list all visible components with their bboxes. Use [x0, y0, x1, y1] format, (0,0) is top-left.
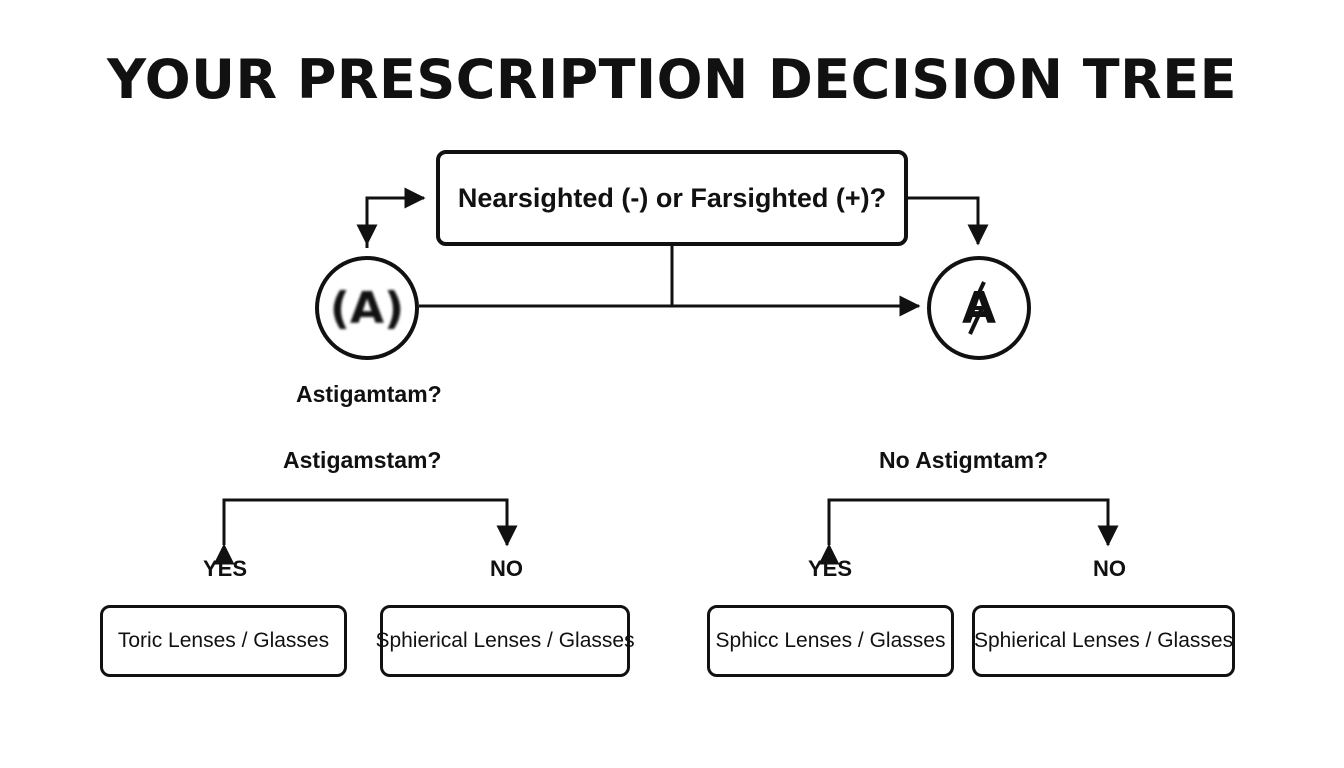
arrow-left-loop	[365, 187, 426, 248]
right-no-label: NO	[1093, 556, 1126, 581]
result-toric-box: Toric Lenses / Glasses	[100, 605, 347, 677]
page-title: YOUR PRESCRIPTION DECISION TREE	[107, 48, 1237, 111]
right-branch-label: No Astigmtam?	[879, 447, 1049, 473]
left-branch-label: Astigamstam?	[283, 447, 442, 473]
blurred-letter-a-icon: (A)	[315, 256, 419, 360]
slash-mark	[968, 281, 986, 335]
right-branch-bracket	[818, 498, 1119, 565]
question-box: Nearsighted (-) or Farsighted (+)?	[436, 150, 908, 246]
left-branch-bracket	[213, 498, 518, 565]
arrow-right-down	[908, 196, 989, 246]
result-spherical-left-box: Sphierical Lenses / Glasses	[375, 605, 635, 677]
left-circle-caption: Astigamtam?	[296, 381, 442, 407]
left-no-label: NO	[490, 556, 523, 581]
left-yes-label: YES	[203, 556, 248, 581]
right-yes-label: YES	[808, 556, 853, 581]
left-circle-symbol: (A)	[329, 282, 405, 334]
letter-a-slash-icon: A	[927, 256, 1031, 360]
result-spherical-right-box: Sphierical Lenses / Glasses	[972, 605, 1235, 677]
result-sphicc-box: Sphicc Lenses / Glasses	[707, 605, 954, 677]
